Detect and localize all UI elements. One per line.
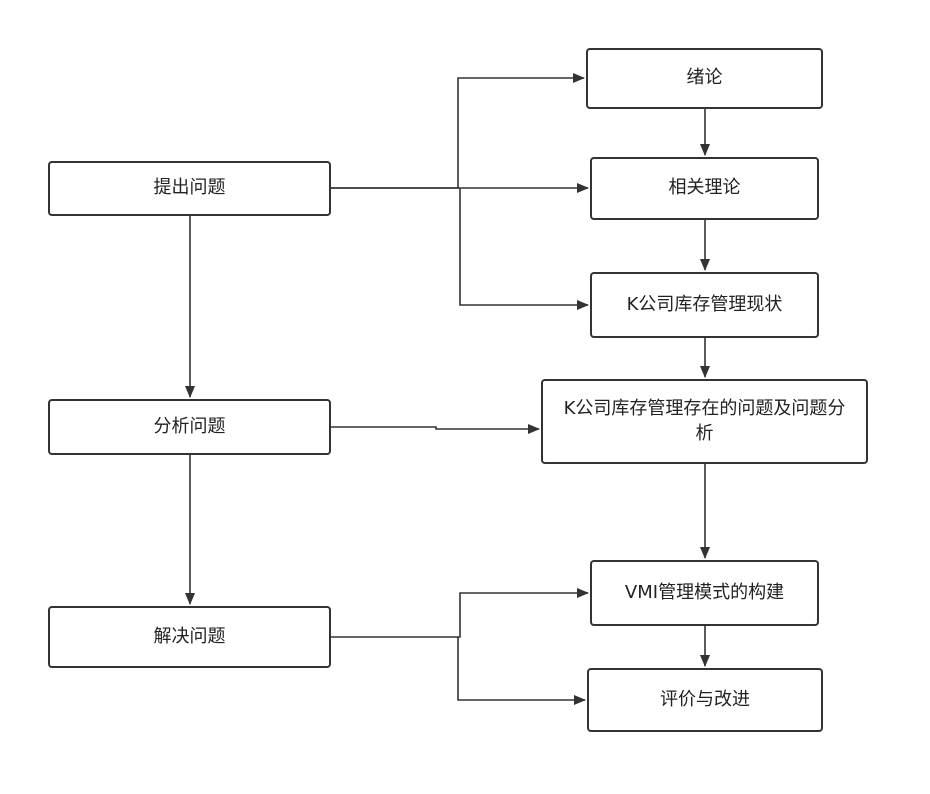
- node-analyze-problem: 分析问题: [48, 399, 331, 455]
- arrow-raise-to-intro: [331, 73, 585, 189]
- arrow-raise-to-status: [459, 188, 589, 310]
- node-solve-problem: 解决问题: [48, 606, 331, 668]
- node-inventory-status: K公司库存管理现状: [590, 272, 819, 338]
- node-related-theory: 相关理论: [590, 157, 819, 220]
- arrow-analyze-to-problems: [331, 424, 540, 434]
- node-vmi-construction: VMI管理模式的构建: [590, 560, 819, 626]
- arrow-solve-to-evaluate: [457, 637, 586, 705]
- node-introduction: 绪论: [586, 48, 823, 109]
- node-raise-problem: 提出问题: [48, 161, 331, 216]
- node-evaluation-improvement: 评价与改进: [587, 668, 823, 732]
- node-problems-analysis: K公司库存管理存在的问题及问题分析: [541, 379, 868, 464]
- arrow-solve-to-vmi: [331, 588, 589, 638]
